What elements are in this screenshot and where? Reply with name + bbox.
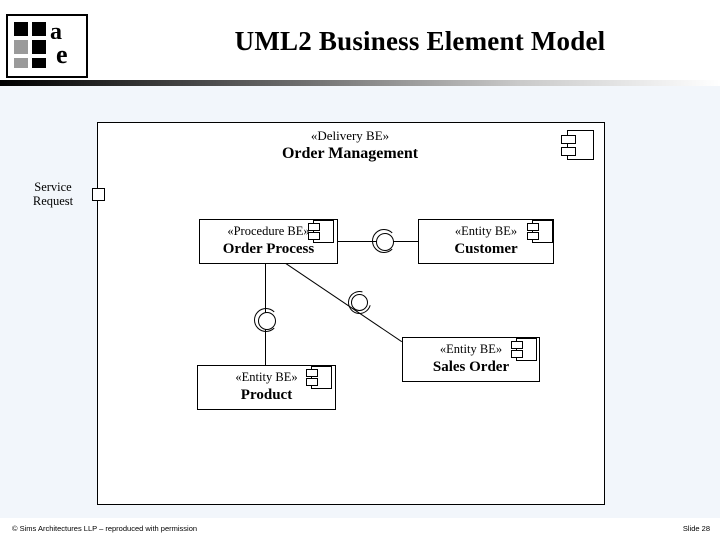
node-product[interactable]: «Entity BE» Product (197, 365, 336, 410)
node-sales-order[interactable]: «Entity BE» Sales Order (402, 337, 540, 382)
component-icon-sales-order (511, 338, 537, 361)
header-divider (0, 80, 720, 86)
interface-ball-salesorder (351, 294, 368, 311)
slide-header (0, 0, 720, 82)
container-name: Order Management (281, 145, 419, 162)
port-service-request[interactable] (92, 188, 105, 201)
logo-letter-e: e (56, 40, 68, 69)
node-order-process-stereotype: «Procedure BE» (227, 224, 310, 238)
component-icon-customer (527, 220, 553, 243)
socket-product (254, 308, 278, 332)
node-customer-name: Customer (454, 241, 518, 257)
node-order-process-name: Order Process (222, 241, 315, 257)
container-order-management[interactable] (97, 122, 605, 505)
company-logo: a e (6, 14, 88, 78)
node-product-stereotype: «Entity BE» (235, 370, 298, 384)
component-icon-container (561, 130, 594, 160)
footer-slide-number: Slide 28 (682, 524, 710, 533)
component-icon-product (306, 366, 332, 389)
node-sales-order-stereotype: «Entity BE» (439, 342, 503, 356)
node-customer[interactable]: «Entity BE» Customer (418, 219, 554, 264)
logo-letter-a: a (50, 19, 62, 45)
page-title: UML2 Business Element Model (234, 26, 606, 56)
port-label-line1: Service (34, 180, 72, 194)
node-product-name: Product (240, 387, 293, 403)
node-customer-stereotype: «Entity BE» (454, 224, 518, 238)
port-service-request-label: Service Request (20, 180, 86, 208)
container-stereotype: «Delivery BE» (310, 128, 390, 143)
node-sales-order-name: Sales Order (432, 359, 510, 375)
socket-customer (372, 229, 396, 253)
port-label-line2: Request (32, 194, 74, 208)
footer-copyright: © Sims Architectures LLP – reproduced wi… (12, 524, 198, 533)
component-icon-order-process (308, 220, 334, 243)
node-order-process[interactable]: «Procedure BE» Order Process (199, 219, 338, 264)
